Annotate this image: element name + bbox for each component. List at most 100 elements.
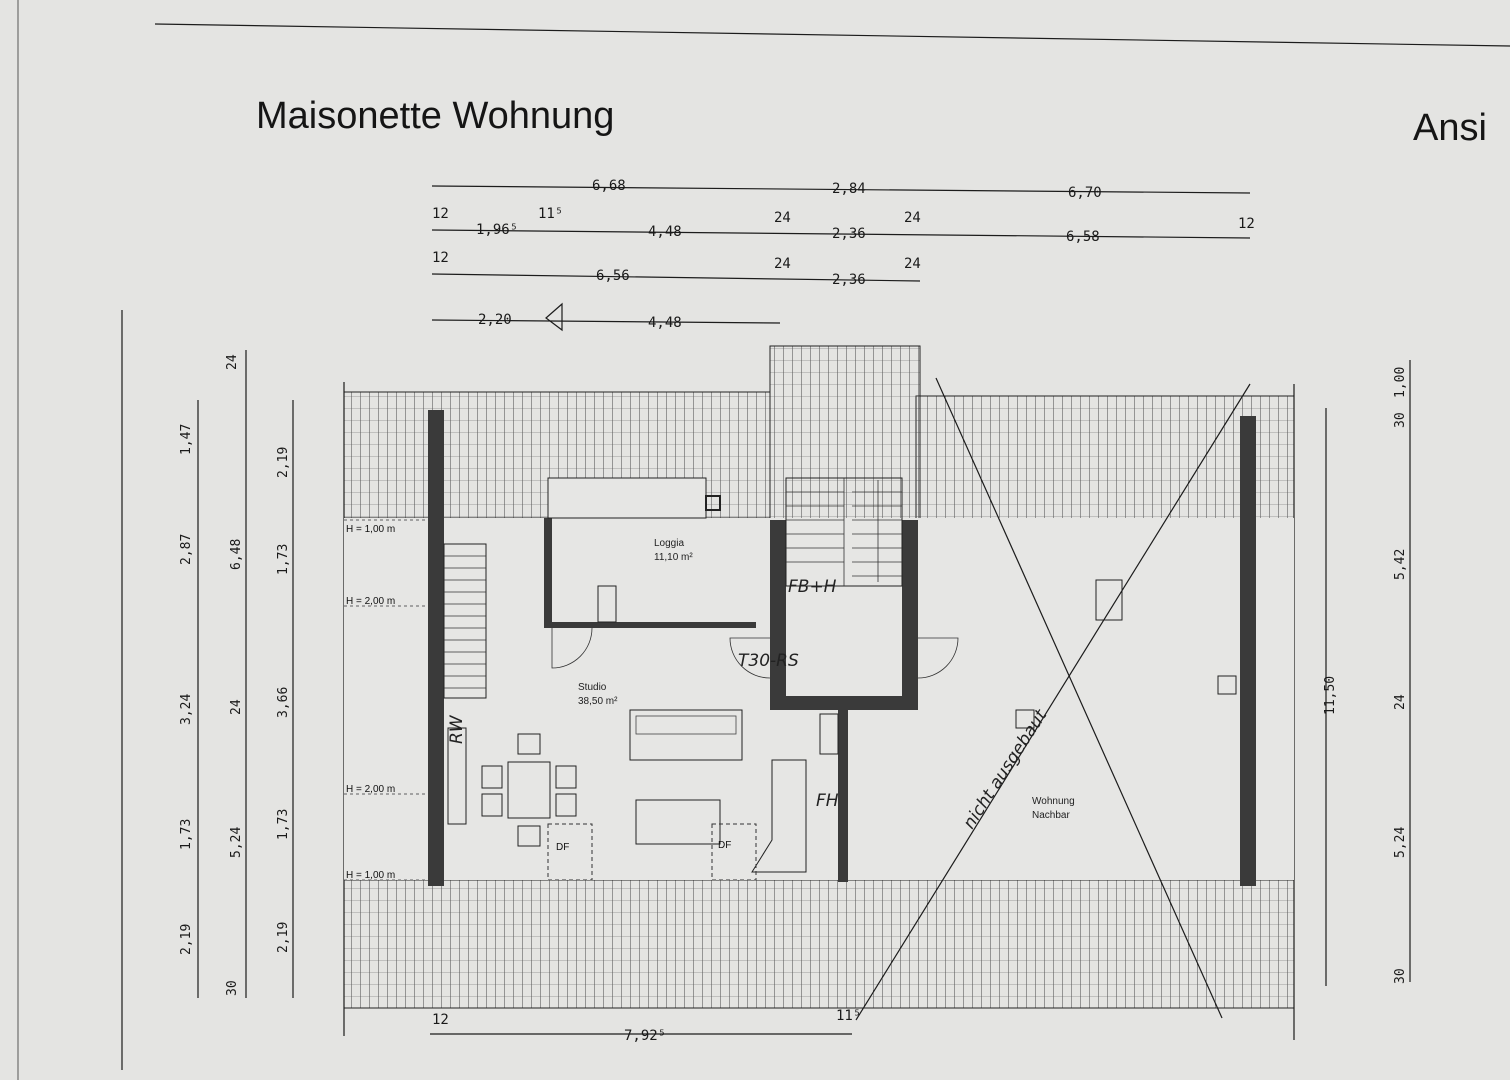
chair-icon (517, 825, 541, 847)
wall-loggia-bottom (544, 622, 756, 628)
loggia-area: 11,10 m² (654, 552, 693, 563)
dim-inner-2-19b: 2,19 (276, 922, 291, 953)
dimension-top-row3: 12 6,56 24 2,36 24 (431, 250, 921, 288)
wall-right (1240, 416, 1256, 886)
loggia-name: Loggia (654, 538, 684, 549)
dim-top-r2-f: 2,36 (832, 226, 866, 242)
dimension-left-outer: 24 1,47 2,87 3,24 1,73 2,19 30 6,48 24 5… (179, 350, 247, 998)
dimension-left-inner: 2,19 1,73 3,66 1,73 2,19 (276, 400, 294, 998)
dimension-top-row2: 12 1,96⁵ 11⁵ 4,48 24 2,36 24 6,58 12 (431, 206, 1255, 245)
bed-icon (751, 759, 807, 873)
dim-left-3-24: 3,24 (179, 694, 194, 725)
dim-top-r2-e: 24 (774, 210, 791, 226)
dim-top-r3-c: 24 (774, 256, 791, 272)
dim-right-5-42: 5,42 (1393, 549, 1408, 580)
dim-left-30: 30 (225, 980, 240, 996)
dim-top-r3-d: 2,36 (832, 272, 866, 288)
wall-loggia-left (544, 518, 552, 628)
studio-area: 38,50 m² (578, 696, 618, 707)
note-rw: RW (447, 714, 467, 744)
note-fbh: FB+H (788, 577, 837, 597)
roof-top-right (915, 395, 1295, 521)
dim-inner-3-66: 3,66 (276, 687, 291, 718)
loggia-top (547, 477, 707, 519)
dim-left-24b: 24 (229, 699, 244, 715)
roof-dormer (769, 345, 921, 523)
cross-line-1 (935, 377, 1223, 1019)
dim-right-11-50: 11,50 (1323, 676, 1338, 715)
dim-left-24: 24 (225, 354, 240, 370)
height-marks: H = 1,00 m H = 2,00 m H = 2,00 m H = 1,0… (344, 519, 428, 881)
dim-top-r3-a: 12 (432, 250, 449, 266)
studio-name: Studio (578, 682, 607, 693)
sofa-icon (629, 709, 743, 761)
section-arrow-icon (545, 302, 563, 332)
dimension-right: 1,00 30 5,42 24 5,24 30 11,50 (1323, 360, 1411, 986)
chimney-neighbor (1095, 579, 1123, 621)
wall-party (838, 706, 848, 882)
dim-bottom-11: 11⁵ (836, 1008, 861, 1024)
dim-left-6-48: 6,48 (229, 539, 244, 570)
height-mark-4: H = 1,00 m (346, 870, 395, 881)
loggia-column-icon (597, 585, 617, 623)
dim-top-r2-g: 24 (904, 210, 921, 226)
kitchen-counter (447, 727, 467, 825)
dim-top-r4-b: 4,48 (648, 315, 682, 331)
dimension-bottom: 12 7,92⁵ 11⁵ (430, 1008, 861, 1044)
skylight-1-label: DF (556, 842, 569, 853)
chair-icon (555, 793, 577, 817)
dim-right-30a: 30 (1393, 412, 1408, 428)
dim-top-r2-h: 6,58 (1066, 229, 1100, 245)
chimney-loggia (705, 495, 721, 511)
dim-bottom-7-92: 7,92⁵ (624, 1028, 666, 1044)
dining-table (507, 761, 551, 819)
stair-left (443, 543, 487, 699)
height-mark-1: H = 1,00 m (346, 524, 395, 535)
wall-stair-left (770, 520, 786, 710)
door-swing-right (917, 637, 959, 679)
dim-top-6-70: 6,70 (1068, 185, 1102, 201)
dim-top-r2-d: 4,48 (648, 224, 682, 240)
dim-left-1-73: 1,73 (179, 819, 194, 850)
dim-top-r2-b: 1,96⁵ (476, 222, 518, 238)
roof-bottom (343, 879, 1295, 1009)
dim-left-2-19: 2,19 (179, 924, 194, 955)
chair-icon (481, 793, 503, 817)
dim-left-5-24: 5,24 (229, 827, 244, 858)
dim-top-2-84: 2,84 (832, 181, 866, 197)
dim-inner-1-73b: 1,73 (276, 809, 291, 840)
note-fh: FH (816, 791, 839, 811)
cross-line-2 (855, 383, 1251, 1021)
page-title-right: Ansi (1413, 107, 1487, 149)
dim-bottom-12: 12 (432, 1012, 449, 1028)
dim-inner-1-73a: 1,73 (276, 544, 291, 575)
wall-left (428, 410, 444, 886)
dim-top-r2-i: 12 (1238, 216, 1255, 232)
dim-right-30b: 30 (1393, 968, 1408, 984)
loggia-door-swing (551, 627, 593, 669)
dim-top-r4-a: 2,20 (478, 312, 512, 328)
height-mark-3: H = 2,00 m (346, 784, 395, 795)
dim-right-24: 24 (1393, 694, 1408, 710)
dim-inner-2-19a: 2,19 (276, 447, 291, 478)
skylight-2-label: DF (718, 840, 731, 851)
dim-top-r3-b: 6,56 (596, 268, 630, 284)
column-neighbor-icon (1217, 675, 1237, 695)
dim-left-2-87: 2,87 (179, 534, 194, 565)
dim-right-5-24: 5,24 (1393, 827, 1408, 858)
column-neighbor-icon (1015, 709, 1035, 729)
chair-icon (555, 765, 577, 789)
wall-stair-right (902, 520, 918, 710)
neighbor-name: Wohnung (1032, 796, 1075, 807)
chair-icon (481, 765, 503, 789)
page-title: Maisonette Wohnung (256, 95, 614, 137)
skylight-1 (547, 823, 593, 881)
dim-top-6-68: 6,68 (592, 178, 626, 194)
chair-icon (517, 733, 541, 755)
note-t30: T30-RS (738, 651, 799, 671)
dim-top-r2-a: 12 (432, 206, 449, 222)
dimension-top-row1: 6,68 2,84 6,70 (431, 178, 1251, 201)
stair-central (785, 477, 903, 587)
sheet-top-line (154, 23, 1510, 47)
